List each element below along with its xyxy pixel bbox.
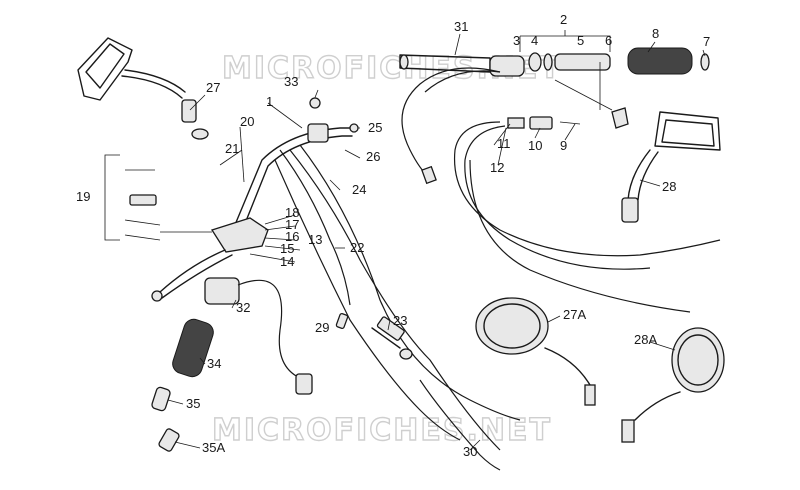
cable-22: [279, 149, 351, 306]
callout-6: 6: [605, 33, 612, 48]
right-mirror: [621, 111, 721, 223]
callout-24: 24: [352, 182, 366, 197]
callout-28: 28: [662, 179, 676, 194]
callout-28a: 28A: [634, 332, 657, 347]
callout-1: 1: [266, 94, 273, 109]
cable-30: [419, 379, 501, 471]
callout-9: 9: [560, 138, 567, 153]
callout-7: 7: [703, 34, 710, 49]
callout-34: 34: [207, 356, 221, 371]
callout-30: 30: [463, 444, 477, 459]
handlebar: [231, 123, 353, 237]
callout-25: 25: [368, 120, 382, 135]
callout-23: 23: [393, 313, 407, 328]
switch-32: [204, 277, 313, 395]
callout-21: 21: [225, 141, 239, 156]
callout-13: 13: [308, 232, 322, 247]
callout-16: 16: [285, 229, 299, 244]
callout-10: 10: [528, 138, 542, 153]
callout-22: 22: [350, 240, 364, 255]
callout-11: 11: [497, 136, 511, 151]
callout-27a: 27A: [563, 307, 586, 322]
callout-31: 31: [454, 19, 468, 34]
grip-34: [151, 318, 214, 452]
exploded-group-19: [104, 154, 212, 241]
callout-12: 12: [490, 160, 504, 175]
cable-fitting-23: [371, 316, 413, 360]
callout-15: 15: [280, 241, 294, 256]
callout-19: 19: [76, 189, 90, 204]
callout-33: 33: [284, 74, 298, 89]
callout-32: 32: [236, 300, 250, 315]
callout-labels: 1 2 3 4 5 6 7 8 9 10 11 12 13 14 15 16 1…: [76, 12, 710, 459]
callout-3: 3: [513, 33, 520, 48]
mirror-28a: [621, 327, 725, 443]
callout-5: 5: [577, 33, 584, 48]
leader-lines: [167, 30, 706, 451]
callout-14: 14: [280, 254, 294, 269]
mirror-27a: [475, 297, 596, 406]
callout-29: 29: [315, 320, 329, 335]
callout-20: 20: [240, 114, 254, 129]
callout-35a: 35A: [202, 440, 225, 455]
callout-2: 2: [560, 12, 567, 27]
throttle-assembly: [399, 47, 710, 129]
callout-26: 26: [366, 149, 380, 164]
left-mirror: [77, 37, 209, 140]
cable-31: [401, 67, 501, 179]
clutch-lever: [151, 217, 269, 302]
callout-4: 4: [531, 33, 538, 48]
callout-35: 35: [186, 396, 200, 411]
callout-18: 18: [285, 205, 299, 220]
callout-8: 8: [652, 26, 659, 41]
watermark-bottom: MICROFICHES.NET: [212, 413, 552, 448]
bolt-29: [335, 312, 349, 330]
callout-17: 17: [285, 217, 299, 232]
cable-12: [453, 121, 721, 257]
callout-27: 27: [206, 80, 220, 95]
